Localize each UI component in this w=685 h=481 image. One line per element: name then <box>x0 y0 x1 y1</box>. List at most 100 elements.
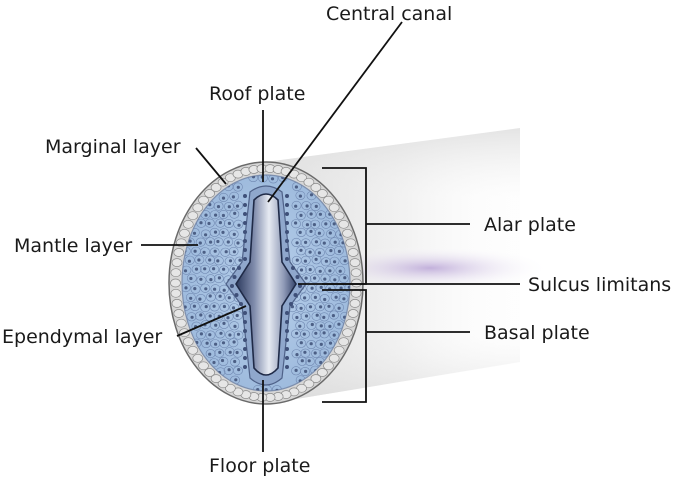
mantle-cell-nucleus <box>183 305 187 309</box>
mantle-cell <box>215 218 226 228</box>
ependymal-cell-nucleus <box>285 347 289 351</box>
mantle-cell <box>205 349 216 359</box>
mantle-cell-nucleus <box>312 223 316 227</box>
mantle-cell-nucleus <box>214 323 218 327</box>
marginal-cell <box>296 173 307 183</box>
mantle-cell-nucleus <box>303 350 307 354</box>
mantle-cell-nucleus <box>189 276 193 281</box>
mantle-cell <box>297 356 307 366</box>
mantle-cell-nucleus <box>304 276 308 280</box>
mantle-cell <box>219 265 229 275</box>
mantle-cell-nucleus <box>212 304 216 308</box>
mantle-cell-nucleus <box>317 231 321 235</box>
mantle-cell-nucleus <box>299 248 303 252</box>
mantle-cell-nucleus <box>219 331 223 335</box>
mantle-cell-nucleus <box>233 211 237 215</box>
central-canal-leader <box>267 21 403 203</box>
mantle-cell <box>315 339 326 349</box>
mantle-cell <box>329 330 340 340</box>
mantle-cell-nucleus <box>207 221 211 226</box>
ependymal-cell-nucleus <box>234 293 239 297</box>
mantle-cell-nucleus <box>204 305 208 309</box>
mantle-cell <box>195 330 206 340</box>
mantle-cell <box>296 338 307 348</box>
mantle-cell <box>319 348 330 358</box>
mantle-cell-nucleus <box>231 195 235 199</box>
mantle-cell <box>205 237 216 247</box>
mantle-cell-nucleus <box>337 249 341 253</box>
mantle-cell <box>295 321 306 331</box>
mantle-cell <box>300 329 310 339</box>
mantle-cell <box>205 274 216 284</box>
mantle-cell-nucleus <box>204 287 208 291</box>
mantle-cell-nucleus <box>295 353 299 357</box>
mantle-cell-nucleus <box>298 324 302 328</box>
mantle-cell-nucleus <box>198 297 202 301</box>
mantle-cell-nucleus <box>208 294 212 298</box>
ependymal-cell-nucleus <box>285 239 289 243</box>
mantle-cell-nucleus <box>270 177 275 181</box>
mantle-cell-nucleus <box>319 360 323 365</box>
mantle-cell-nucleus <box>309 342 313 346</box>
ependymal-cell-nucleus <box>285 365 289 369</box>
marginal-cell <box>182 219 194 229</box>
mantle-cell <box>310 292 321 302</box>
mantle-cell <box>315 321 326 331</box>
mantle-cell-nucleus <box>299 341 303 345</box>
mantle-cell <box>330 292 341 302</box>
mantle-cell-nucleus <box>295 315 299 320</box>
central-canal-shape <box>235 193 297 376</box>
mantle-cell <box>209 247 220 257</box>
ependymal-cell-nucleus <box>285 329 289 333</box>
mantle-cell-nucleus <box>227 296 231 300</box>
mantle-cell-nucleus <box>227 205 231 209</box>
mantle-cell-nucleus <box>300 359 304 363</box>
marginal-cell <box>182 337 194 347</box>
mantle-cell <box>213 237 224 247</box>
mantle-cell <box>314 266 325 276</box>
sulcus-limitans-label: Sulcus limitans <box>528 274 671 296</box>
mantle-cell <box>314 228 325 238</box>
mantle-cell-nucleus <box>332 222 336 226</box>
ependymal-cell-nucleus <box>243 365 247 369</box>
mantle-cell-nucleus <box>216 205 221 209</box>
mantle-cell <box>325 246 336 256</box>
mantle-cell <box>295 211 306 221</box>
mantle-cell-nucleus <box>184 286 188 290</box>
mantle-cell-nucleus <box>322 331 326 335</box>
mantle-cell-nucleus <box>208 333 212 337</box>
ependymal-layer-leader <box>176 305 247 337</box>
ependymal-cell-nucleus <box>243 230 247 234</box>
marginal-cell <box>345 238 357 248</box>
mantle-cell-nucleus <box>327 304 331 308</box>
ependymal-cell-nucleus <box>289 302 293 306</box>
central-canal-label: Central canal <box>326 3 452 25</box>
mantle-cell-nucleus <box>221 213 225 218</box>
mantle-cell-nucleus <box>299 268 304 272</box>
marginal-cell <box>310 183 322 192</box>
marginal-cell <box>349 258 361 267</box>
mantle-cell <box>225 330 235 340</box>
marginal-cell <box>210 183 222 192</box>
mantle-cell-nucleus <box>193 287 197 291</box>
mantle-cell-nucleus <box>323 277 327 281</box>
ependymal-cell-nucleus <box>243 248 247 252</box>
ependymal-cell-nucleus <box>232 275 237 279</box>
mantle-cell-nucleus <box>235 313 239 318</box>
mantle-cell-nucleus <box>199 277 203 281</box>
ependymal-cell-nucleus <box>243 329 247 333</box>
mantle-cell-nucleus <box>333 260 337 264</box>
mantle-cell <box>291 200 302 210</box>
marginal-layer-leader <box>195 147 227 185</box>
roof-plate-label: Roof plate <box>209 83 305 105</box>
mantle-cell <box>218 356 229 366</box>
mantle-cell <box>209 302 220 312</box>
ependymal-cell-nucleus <box>285 338 289 342</box>
marginal-cell <box>170 288 182 298</box>
mantle-cell <box>311 311 322 321</box>
mantle-cell-nucleus <box>228 259 233 263</box>
mantle-cell-nucleus <box>337 322 341 326</box>
mantle-layer-label: Mantle layer <box>14 235 132 257</box>
ependymal-cell-nucleus <box>285 248 289 252</box>
